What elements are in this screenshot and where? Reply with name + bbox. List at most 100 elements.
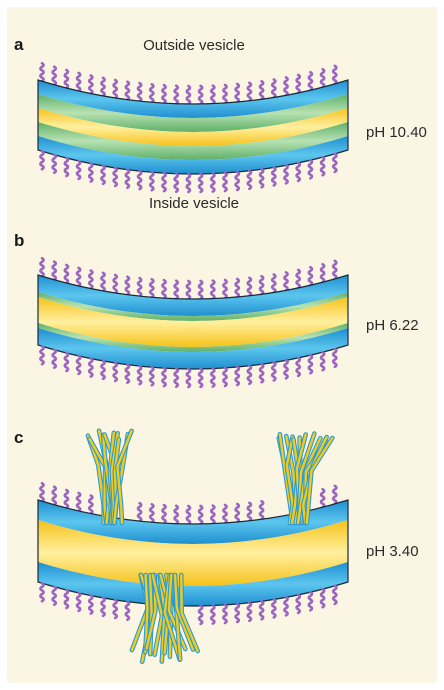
lipid-tail xyxy=(309,160,312,178)
lipid-tail xyxy=(89,76,92,94)
lipid-tail xyxy=(236,279,239,297)
lipid-tail xyxy=(175,281,178,299)
lipid-tail xyxy=(53,487,56,505)
lipid-tail xyxy=(162,368,165,386)
ph-label-c: pH 3.40 xyxy=(366,543,419,560)
lipid-tail xyxy=(126,82,129,100)
lipid-tail xyxy=(333,349,336,367)
lipid-tail xyxy=(40,151,43,169)
lipid-tail xyxy=(114,363,117,381)
lipid-tail xyxy=(309,355,312,373)
lipid-tail xyxy=(223,173,226,191)
lipid-tail xyxy=(199,369,202,387)
lipid-tail xyxy=(101,361,104,379)
lipid-tail xyxy=(77,73,80,91)
lipid-tail xyxy=(187,86,190,104)
lipid-tail xyxy=(272,599,275,617)
lipid-tail xyxy=(211,369,214,387)
lipid-tail xyxy=(101,78,104,96)
lipid-tail xyxy=(77,593,80,611)
lipid-tail xyxy=(284,272,287,290)
lipid-tail xyxy=(321,157,324,175)
outside-vesicle-label: Outside vesicle xyxy=(143,37,245,54)
lipid-tail xyxy=(260,169,263,187)
lipid-tail xyxy=(175,369,178,387)
lipid-tail xyxy=(321,264,324,282)
membrane-bilayer-a xyxy=(38,80,348,174)
lipid-tail xyxy=(297,163,300,181)
lipid-tail xyxy=(150,367,153,385)
lipid-tail xyxy=(187,369,190,387)
lipid-tail xyxy=(211,506,214,524)
lipid-tail xyxy=(114,275,117,293)
lipid-tail xyxy=(260,501,263,519)
lipid-tail xyxy=(53,350,56,368)
lipid-tail xyxy=(236,504,239,522)
lipid-tail xyxy=(65,590,68,608)
lipid-tail xyxy=(150,279,153,297)
lipid-tail xyxy=(53,262,56,280)
lipid-tail xyxy=(77,356,80,374)
lipid-tail xyxy=(126,277,129,295)
lipid-tail xyxy=(138,278,141,296)
lipid-tail xyxy=(77,161,80,179)
lipid-tail xyxy=(284,360,287,378)
lipid-tail xyxy=(260,601,263,619)
lipid-tail xyxy=(321,489,324,507)
lipid-tail xyxy=(162,173,165,191)
lipid-tail xyxy=(89,359,92,377)
lipid-tail xyxy=(199,606,202,624)
lipid-tail xyxy=(89,496,92,514)
lipid-tail xyxy=(297,358,300,376)
lipid-tail xyxy=(65,353,68,371)
ph-label-b: pH 6.22 xyxy=(366,317,419,334)
lipid-tail xyxy=(40,346,43,364)
lipid-tail xyxy=(114,600,117,618)
lipid-tail xyxy=(175,86,178,104)
lipid-tail xyxy=(211,281,214,299)
lipid-tail xyxy=(236,84,239,102)
lipid-tail xyxy=(297,595,300,613)
lipid-tail xyxy=(272,167,275,185)
lipid-tail xyxy=(175,506,178,524)
lipid-tail xyxy=(114,168,117,186)
panel-b-letter: b xyxy=(14,231,24,250)
lipid-tail xyxy=(53,67,56,85)
lipid-tail xyxy=(260,364,263,382)
lipid-tail xyxy=(333,261,336,279)
lipid-tail xyxy=(40,483,43,501)
lipid-tail xyxy=(248,366,251,384)
lipid-tail xyxy=(187,281,190,299)
lipid-tail xyxy=(126,365,129,383)
lipid-tail xyxy=(321,589,324,607)
lipid-tail xyxy=(272,79,275,97)
lipid-tail xyxy=(199,174,202,192)
lipid-tail xyxy=(248,603,251,621)
lipid-tail xyxy=(236,367,239,385)
ph-label-a: pH 10.40 xyxy=(366,124,427,141)
lipid-tail xyxy=(77,268,80,286)
lipid-tail xyxy=(248,83,251,101)
lipid-tail xyxy=(260,276,263,294)
lipid-tail xyxy=(223,280,226,298)
lipid-tail xyxy=(260,81,263,99)
lipid-tail xyxy=(223,368,226,386)
lipid-tail xyxy=(65,490,68,508)
lipid-tail xyxy=(248,278,251,296)
lipid-tail xyxy=(248,171,251,189)
lipid-tail xyxy=(101,273,104,291)
lipid-tail xyxy=(333,66,336,84)
lipid-tail xyxy=(175,174,178,192)
lipid-tail xyxy=(162,280,165,298)
panel-c: c pH 3.40 xyxy=(14,428,419,662)
lipid-tail xyxy=(211,174,214,192)
lipid-tail xyxy=(297,270,300,288)
lipid-tail xyxy=(333,154,336,172)
lipid-tail xyxy=(126,602,129,620)
lipid-tail xyxy=(150,84,153,102)
lipid-tail xyxy=(309,592,312,610)
lipid-tail xyxy=(114,80,117,98)
inside-vesicle-label: Inside vesicle xyxy=(149,195,239,212)
lipid-tail xyxy=(248,503,251,521)
